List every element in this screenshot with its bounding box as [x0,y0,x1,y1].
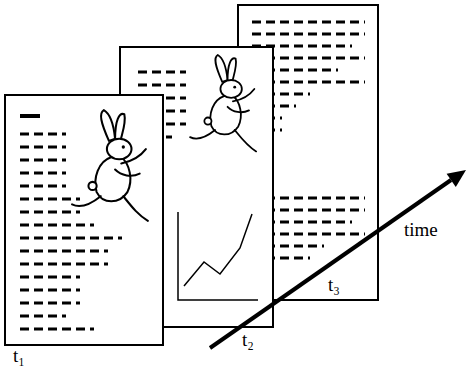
time-step-label: t₁ [13,345,25,367]
page-node: t₃ [238,5,378,296]
time-step-label: t₂ [242,329,254,351]
time-step-label: t₃ [328,274,340,296]
page-1 [5,95,163,345]
page-node: t₂ [120,47,273,351]
time-arrow [210,170,466,348]
axis-label: time [404,219,438,241]
page-node: t₁ [5,95,163,367]
